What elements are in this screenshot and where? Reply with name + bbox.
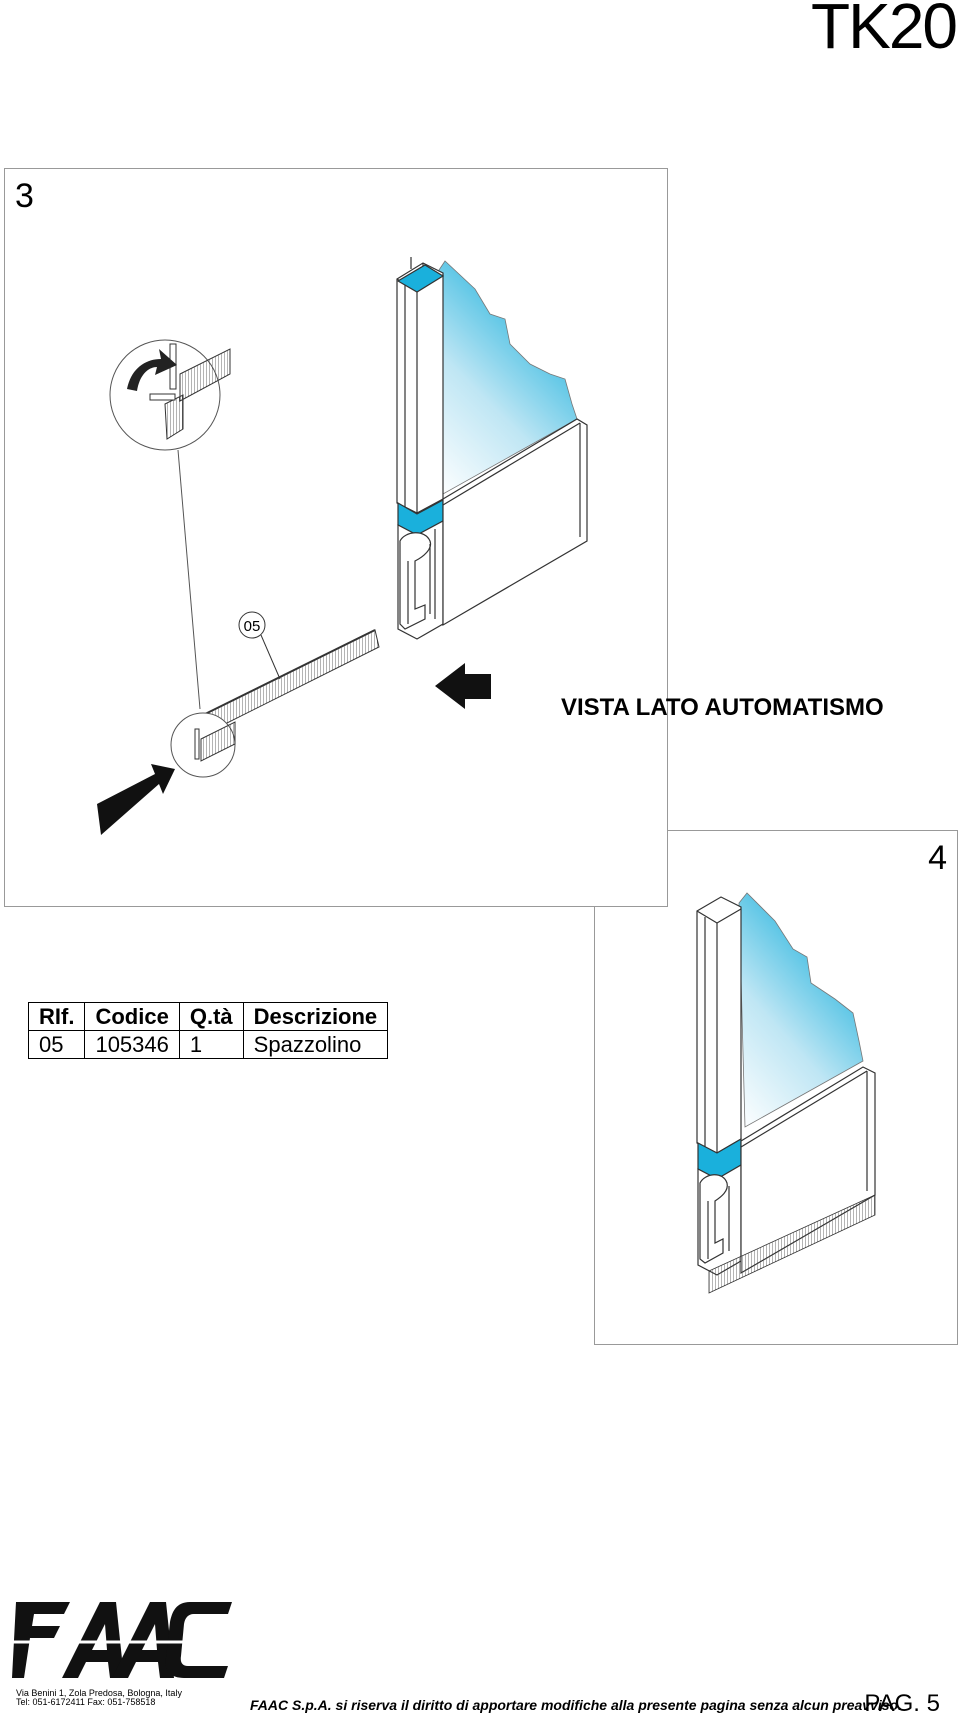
footer-disclaimer: FAAC S.p.A. si riserva il diritto di app…	[250, 1697, 902, 1713]
header-descrizione: Descrizione	[242, 1002, 389, 1031]
figure-4-number: 4	[928, 839, 947, 877]
figure-3-caption: VISTA LATO AUTOMATISMO	[561, 694, 884, 721]
figure-3-panel: 3	[4, 168, 668, 907]
callout-05-label: 05	[244, 618, 261, 635]
table-row: 05 105346 1 Spazzolino	[27, 1030, 389, 1059]
cell-descrizione: Spazzolino	[242, 1030, 389, 1059]
magnifier-leader-line	[177, 449, 201, 710]
figure-4-drawing	[696, 892, 876, 1294]
parts-table: RIf. Codice Q.tà Descrizione 05 105346 1…	[27, 1002, 389, 1059]
header-codice: Codice	[84, 1002, 180, 1031]
logo-address-line1: Via Benini 1, Zola Predosa, Bologna, Ita…	[16, 1688, 182, 1698]
figure-3-number: 3	[15, 177, 34, 215]
header-rif: RIf.	[27, 1002, 86, 1031]
cell-codice: 105346	[84, 1030, 180, 1059]
page-number: PAG. 5	[864, 1690, 940, 1717]
faac-logo	[12, 1602, 232, 1678]
header-qta: Q.tà	[178, 1002, 244, 1031]
glass-pane	[738, 892, 864, 1128]
logo-address-line2: Tel: 051-6172411 Fax: 051-758518	[16, 1697, 156, 1707]
rotate-arrow-icon	[127, 349, 177, 391]
door-panel	[442, 418, 588, 627]
figure-3-drawing: 05	[97, 257, 588, 835]
detail-magnifier-top	[109, 339, 231, 451]
callout-05: 05	[238, 611, 281, 680]
detail-magnifier-bottom	[170, 712, 236, 778]
document-title: TK20	[811, 0, 958, 62]
figure-4-panel: 4	[594, 830, 958, 1345]
vertical-profile	[696, 896, 742, 1276]
door-panel	[740, 1066, 876, 1275]
table-header-row: RIf. Codice Q.tà Descrizione	[27, 1002, 389, 1031]
cell-qta: 1	[178, 1030, 244, 1059]
insert-arrow-icon	[97, 764, 175, 835]
cell-rif: 05	[27, 1030, 86, 1059]
vertical-profile	[396, 257, 445, 640]
brush-strip	[708, 1194, 876, 1294]
push-arrow-icon	[435, 663, 491, 709]
